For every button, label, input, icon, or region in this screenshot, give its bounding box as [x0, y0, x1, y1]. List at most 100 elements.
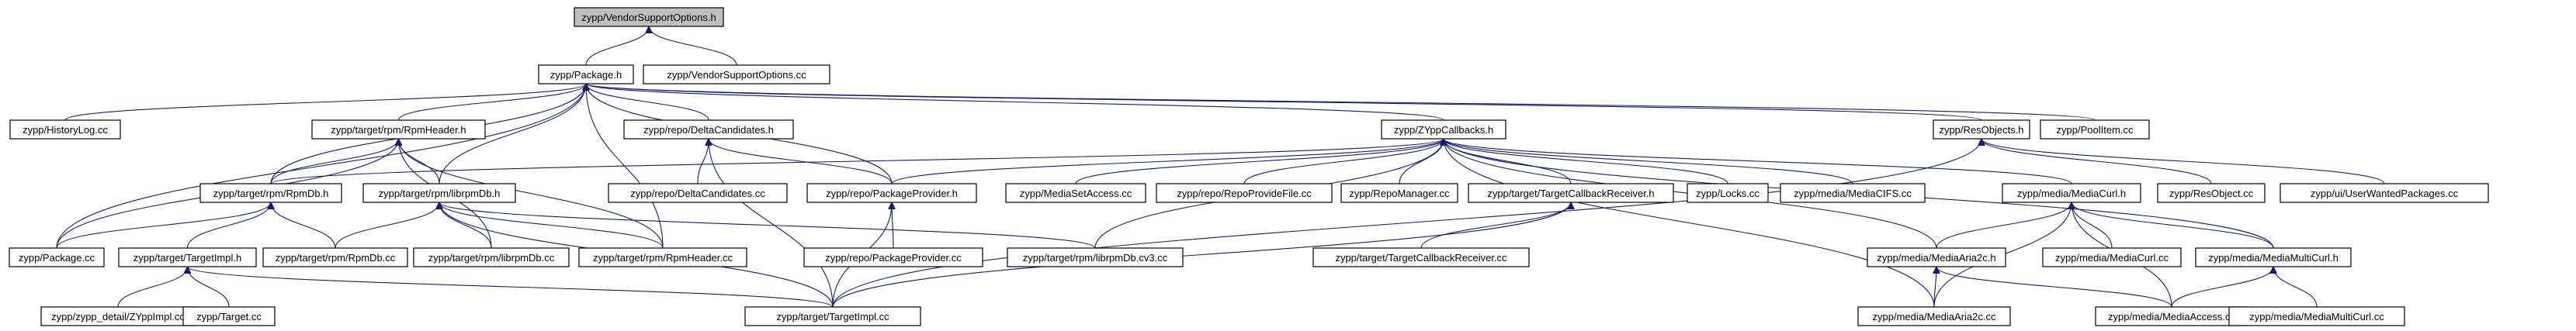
node-box [2195, 247, 2352, 267]
edge-mediaaria2c_h-to-mediacurl_h [1936, 202, 2072, 249]
edge-mediaaccess_cc-to-mediaaria2c_h [1936, 266, 2172, 308]
node-mediamulticurl-h[interactable]: zypp/media/MediaMultiCurl.h [2195, 247, 2352, 267]
node-rpmdb-cc[interactable]: zypp/target/rpm/RpmDb.cc [262, 247, 408, 267]
node-tcbr-h[interactable]: zypp/target/TargetCallbackReceiver.h [1468, 183, 1674, 203]
node-label: zypp/media/MediaAccess.cc [2108, 311, 2236, 322]
node-mediaaccess-cc[interactable]: zypp/media/MediaAccess.cc [2095, 306, 2248, 326]
edge-targetimpl_h-to-rpmdb_h [186, 202, 272, 249]
node-deltacand-cc[interactable]: zypp/repo/DeltaCandidates.cc [608, 183, 788, 203]
node-box [2040, 119, 2150, 140]
node-label: zypp/media/MediaCIFS.cc [1794, 188, 1912, 199]
node-rpmheader-cc[interactable]: zypp/target/rpm/RpmHeader.cc [578, 247, 747, 267]
node-mediacurl-cc[interactable]: zypp/media/MediaCurl.cc [2042, 247, 2182, 267]
node-label: zypp/ResObjects.h [1939, 124, 2023, 136]
node-locks-cc[interactable]: zypp/Locks.cc [1687, 183, 1769, 203]
node-label: zypp/repo/DeltaCandidates.cc [630, 188, 765, 199]
edge-pkgprovider_cc-to-pkgprovider_h [892, 202, 893, 249]
node-box [413, 247, 570, 267]
node-package-cc[interactable]: zypp/Package.cc [9, 247, 105, 267]
edge-targetimpl_cc-to-deltacand_h [709, 139, 834, 308]
edge-mediacurl_h-to-zyppcallbacks_h [1444, 138, 2072, 184]
node-label: zypp/target/rpm/RpmHeader.cc [593, 252, 733, 264]
node-repomanager-cc[interactable]: zypp/RepoManager.cc [1340, 183, 1458, 203]
node-box [578, 247, 747, 267]
node-librpmdb-cc[interactable]: zypp/target/rpm/librpmDb.cc [413, 247, 570, 267]
node-mediamulticurl-cc[interactable]: zypp/media/MediaMultiCurl.cc [2228, 306, 2405, 326]
node-pkgprovider-h[interactable]: zypp/repo/PackageProvider.h [806, 183, 977, 203]
edge-targetimpl_cc-to-tcbr_h [832, 202, 1571, 308]
node-package-h[interactable]: zypp/Package.h [538, 64, 634, 84]
edge-vso_cc-to-root [649, 26, 737, 66]
node-box [643, 64, 830, 84]
edge-locks_cc-to-zyppcallbacks_h [1444, 138, 1728, 184]
node-deltacand-h[interactable]: zypp/repo/DeltaCandidates.h [623, 119, 794, 140]
node-box [1156, 183, 1333, 203]
node-box [2002, 183, 2141, 203]
node-label: zypp/target/TargetImpl.cc [776, 311, 889, 322]
edge-mediaaria2c_cc-to-mediaaria2c_h [1934, 267, 1936, 308]
node-zyppcallbacks-h[interactable]: zypp/ZYppCallbacks.h [1381, 119, 1506, 140]
node-box [262, 247, 408, 267]
node-label: zypp/Package.h [550, 69, 622, 81]
node-mediasetaccess-cc[interactable]: zypp/MediaSetAccess.cc [1005, 183, 1146, 203]
node-label: zypp/media/MediaAria2c.h [1877, 252, 1995, 264]
node-box [744, 306, 921, 326]
edge-pkgprovider_h-to-deltacand_h [709, 138, 893, 184]
node-box [2228, 306, 2405, 326]
node-box [608, 183, 788, 203]
node-vso-cc[interactable]: zypp/VendorSupportOptions.cc [643, 64, 830, 84]
node-mediaaria2c-cc[interactable]: zypp/media/MediaAria2c.cc [1857, 306, 2011, 326]
node-label: zypp/HistoryLog.cc [23, 124, 108, 136]
node-box [1780, 183, 1926, 203]
node-box [1312, 247, 1530, 267]
node-label: zypp/Locks.cc [1696, 188, 1760, 199]
node-librpmdb-h[interactable]: zypp/target/rpm/librpmDb.h [362, 183, 516, 203]
node-rpmheader-h[interactable]: zypp/target/rpm/RpmHeader.h [311, 119, 486, 140]
node-box [2095, 306, 2248, 326]
node-resobjects-h[interactable]: zypp/ResObjects.h [1933, 119, 2030, 140]
node-label: zypp/repo/PackageProvider.cc [825, 252, 962, 264]
node-targetimpl-cc[interactable]: zypp/target/TargetImpl.cc [744, 306, 921, 326]
node-label: zypp/repo/DeltaCandidates.h [643, 124, 774, 136]
node-zyppimpl-cc[interactable]: zypp/zypp_detail/ZYppImpl.cc [40, 306, 196, 326]
node-uiwanted-cc[interactable]: zypp/ui/UserWantedPackages.cc [2280, 183, 2489, 203]
node-box [199, 183, 342, 203]
node-label: zypp/repo/PackageProvider.h [826, 188, 958, 199]
edge-package_cc-to-package_h [56, 84, 586, 249]
node-label: zypp/media/MediaMultiCurl.h [2208, 252, 2339, 264]
node-rpmdb-h[interactable]: zypp/target/rpm/RpmDb.h [199, 183, 342, 203]
edge-deltacand_cc-to-deltacand_h [697, 139, 709, 184]
node-root[interactable]: zypp/VendorSupportOptions.h [574, 7, 724, 27]
node-box [1857, 306, 2011, 326]
node-tcbr-cc[interactable]: zypp/target/TargetCallbackReceiver.cc [1312, 247, 1530, 267]
node-label: zypp/target/rpm/librpmDb.h [379, 188, 501, 199]
node-historylog-cc[interactable]: zypp/HistoryLog.cc [9, 119, 121, 140]
node-librpmdbcv3-cc[interactable]: zypp/target/rpm/librpmDb.cv3.cc [1007, 247, 1184, 267]
nodes-layer: zypp/VendorSupportOptions.h zypp/Package.… [9, 7, 2489, 326]
edge-deltacand_h-to-package_h [586, 83, 709, 121]
node-resobject-cc[interactable]: zypp/ResObject.cc [2157, 183, 2266, 203]
node-repoprovidefile-cc[interactable]: zypp/repo/RepoProvideFile.cc [1156, 183, 1333, 203]
node-label: zypp/target/TargetCallbackReceiver.h [1487, 188, 1654, 199]
node-mediacifs-cc[interactable]: zypp/media/MediaCIFS.cc [1780, 183, 1926, 203]
edge-targetimpl_cc-to-targetimpl_h [188, 266, 834, 308]
node-targetimpl-h[interactable]: zypp/target/TargetImpl.h [118, 247, 257, 267]
node-box [803, 247, 983, 267]
edge-mediamulticurl_cc-to-mediamulticurl_h [2273, 266, 2318, 308]
node-label: zypp/RepoManager.cc [1349, 188, 1450, 199]
node-poolitem-cc[interactable]: zypp/PoolItem.cc [2040, 119, 2150, 140]
node-box [40, 306, 196, 326]
node-label: zypp/media/MediaAria2c.cc [1873, 311, 1996, 322]
edge-rpmdb_cc-to-rpmdb_h [271, 202, 336, 249]
edge-uiwanted_cc-to-resobjects_h [1981, 138, 2385, 184]
node-label: zypp/PoolItem.cc [2057, 124, 2134, 136]
edge-librpmdb_h-to-package_h [439, 84, 586, 184]
node-target-cc[interactable]: zypp/Target.cc [182, 306, 276, 326]
edge-pkgprovider_h-to-zyppcallbacks_h [891, 138, 1444, 184]
node-box [2042, 247, 2182, 267]
node-box [1867, 247, 2006, 267]
node-label: zypp/target/TargetCallbackReceiver.cc [1335, 252, 1507, 264]
node-mediaaria2c-h[interactable]: zypp/media/MediaAria2c.h [1867, 247, 2006, 267]
node-mediacurl-h[interactable]: zypp/media/MediaCurl.h [2002, 183, 2141, 203]
node-pkgprovider-cc[interactable]: zypp/repo/PackageProvider.cc [803, 247, 983, 267]
